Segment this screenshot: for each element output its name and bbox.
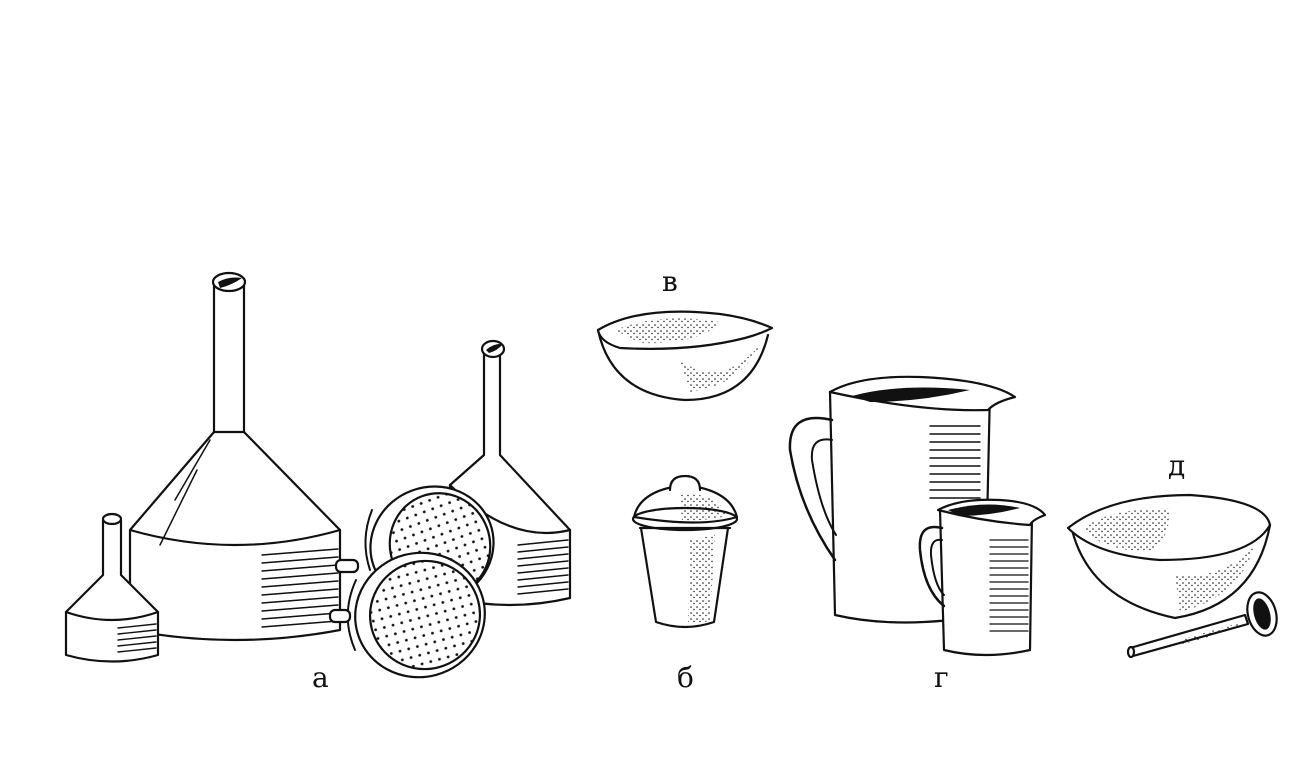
small-funnel-icon [64, 512, 160, 663]
crucible-icon [631, 474, 739, 629]
label-evaporating-dish: в [662, 265, 678, 298]
label-beakers: г [934, 661, 949, 694]
evaporating-dish-icon [596, 310, 774, 402]
label-crucible: б [677, 661, 694, 694]
measuring-beaker-small-icon [918, 498, 1047, 657]
large-funnel-icon [128, 271, 342, 642]
label-mortar: д [1168, 449, 1186, 482]
label-funnels: а [312, 661, 329, 694]
cropped-heading: ▀▀▀▀▀▀ ▀ ▀▀▀▀▀▀ ▀▀▀ ▀▀▀▀ ▀▀▀▀ ▀ ▀▀ ▀▀▀▀ [64, 0, 783, 15]
buchner-funnel-icon [328, 485, 495, 679]
mortar-and-pestle-icon [1066, 493, 1278, 659]
